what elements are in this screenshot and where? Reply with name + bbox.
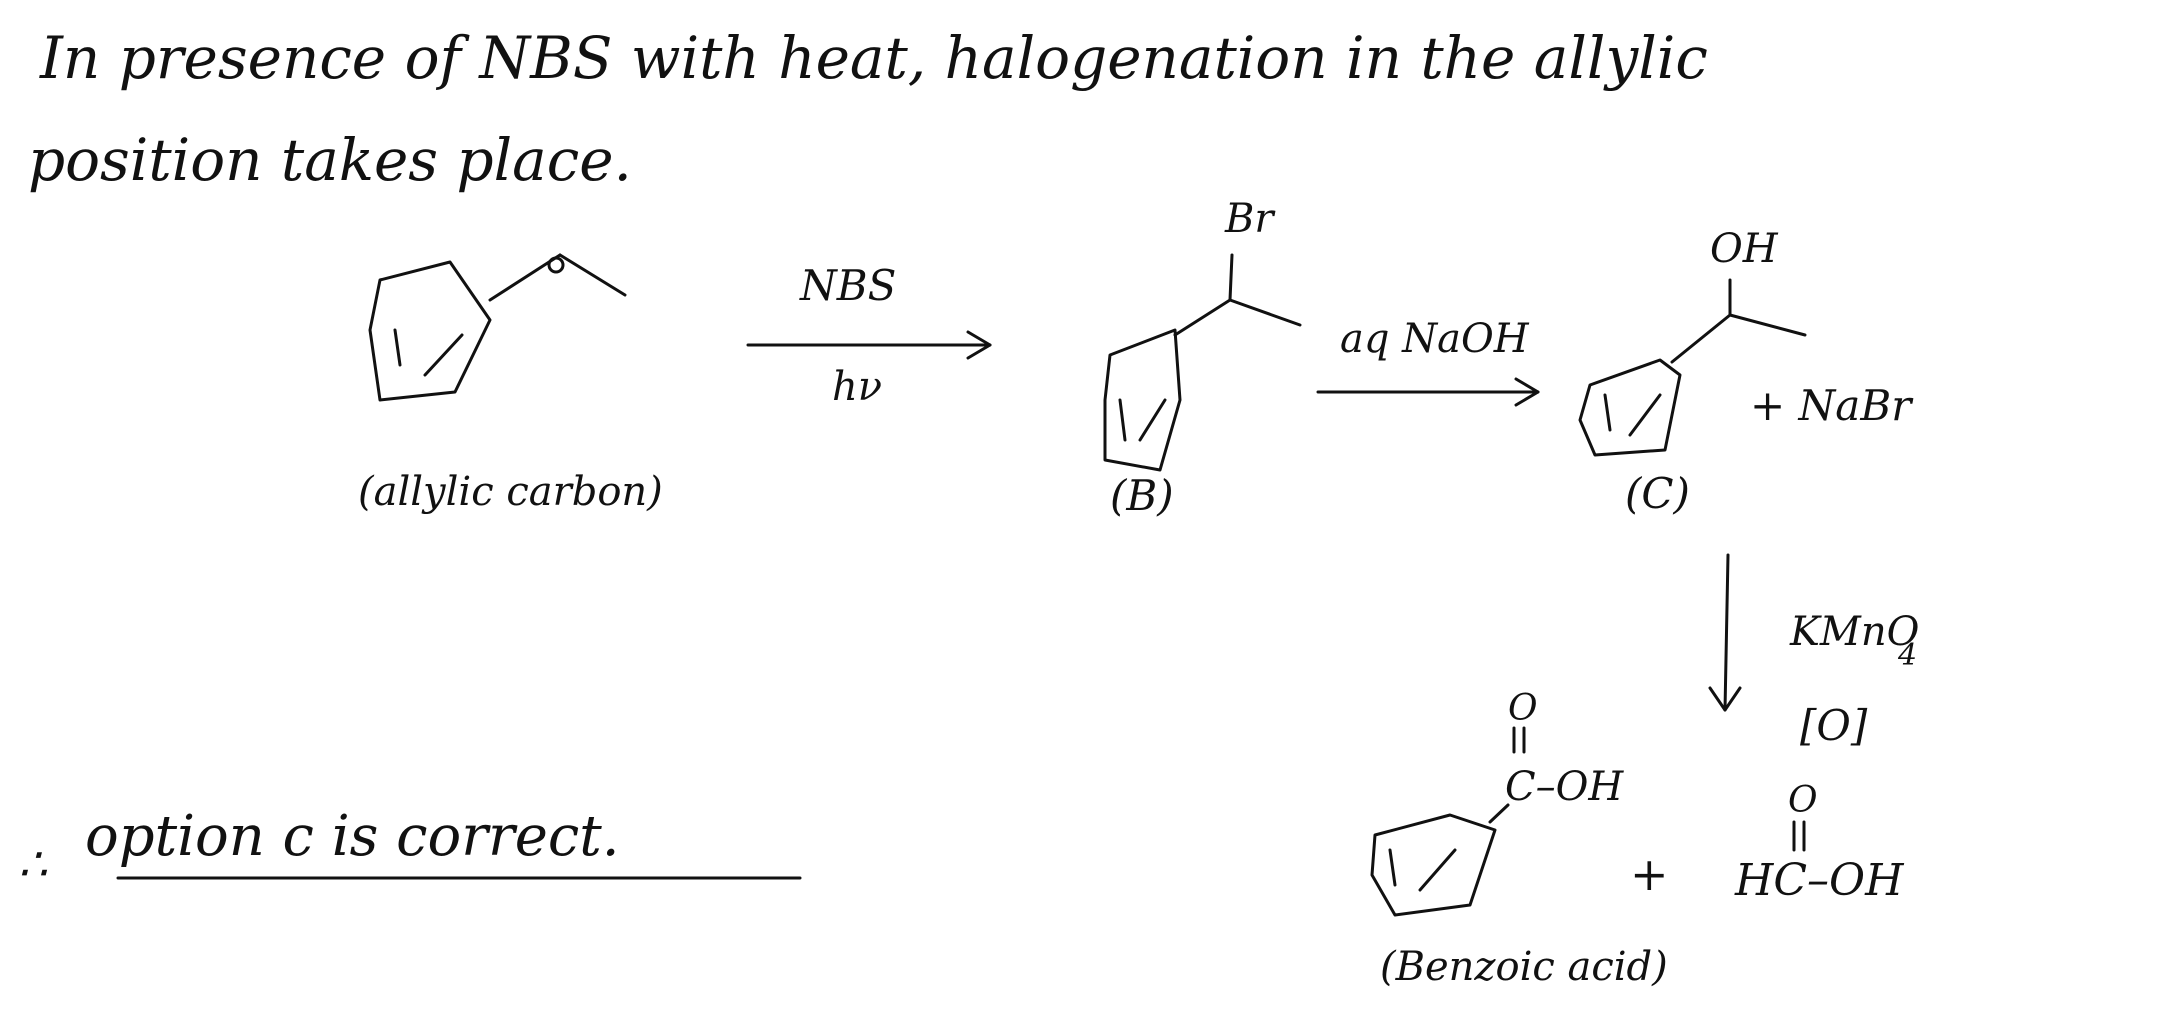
intro-line-2: position takes place. [28, 126, 632, 194]
product-c-structure [1578, 278, 1807, 457]
reaction-arrow-3 [1723, 553, 1730, 712]
formic-acid: HC–OH [1734, 855, 1905, 906]
product-c-label: (C) [1625, 469, 1690, 518]
product-b-structure [1103, 253, 1302, 472]
benzene-ring-b [1103, 328, 1182, 472]
byproduct-c: + NaBr [1750, 381, 1914, 430]
step3-reagent-subscript: 4 [1897, 638, 1917, 673]
start-label: (allylic carbon) [358, 469, 663, 515]
therefore-symbol: ∴ [18, 837, 48, 891]
benzene-ring-final [1370, 813, 1497, 917]
benzoic-acid-structure [1370, 803, 1510, 917]
final-carbonyl-oxygen: O [1508, 688, 1538, 729]
step3-reagent-top: KMnO [1789, 609, 1919, 655]
benzene-ring-start [368, 260, 492, 402]
reaction-arrow-2-head [1514, 377, 1540, 407]
c-br-bond [1228, 253, 1234, 302]
final-carboxyl-group: C–OH [1505, 764, 1624, 810]
step2-reagent: aq NaOH [1340, 316, 1530, 362]
final-label: (Benzoic acid) [1380, 944, 1668, 990]
allylic-carbon-mark [547, 256, 565, 274]
ch2-to-ch3-bond [558, 253, 627, 297]
benzene-ring-c [1578, 358, 1682, 457]
step1-reagent-bottom: hν [832, 364, 882, 410]
step3-reagent-bottom: [O] [1800, 701, 1868, 750]
intro-line-1: In presence of NBS with heat, halogenati… [39, 24, 1708, 92]
reaction-arrow-3-head [1708, 686, 1742, 712]
step1-reagent-top: NBS [799, 261, 896, 310]
ethylbenzene-structure [368, 253, 627, 402]
reaction-arrow-1-head [966, 330, 992, 360]
final-plus: + [1630, 847, 1669, 901]
product-b-label: (B) [1110, 471, 1174, 520]
conclusion-text: option c is correct. [85, 804, 620, 869]
product-c-substituent: OH [1710, 226, 1779, 272]
product-b-substituent: Br [1224, 196, 1276, 242]
formic-carbonyl-oxygen: O [1788, 780, 1818, 821]
